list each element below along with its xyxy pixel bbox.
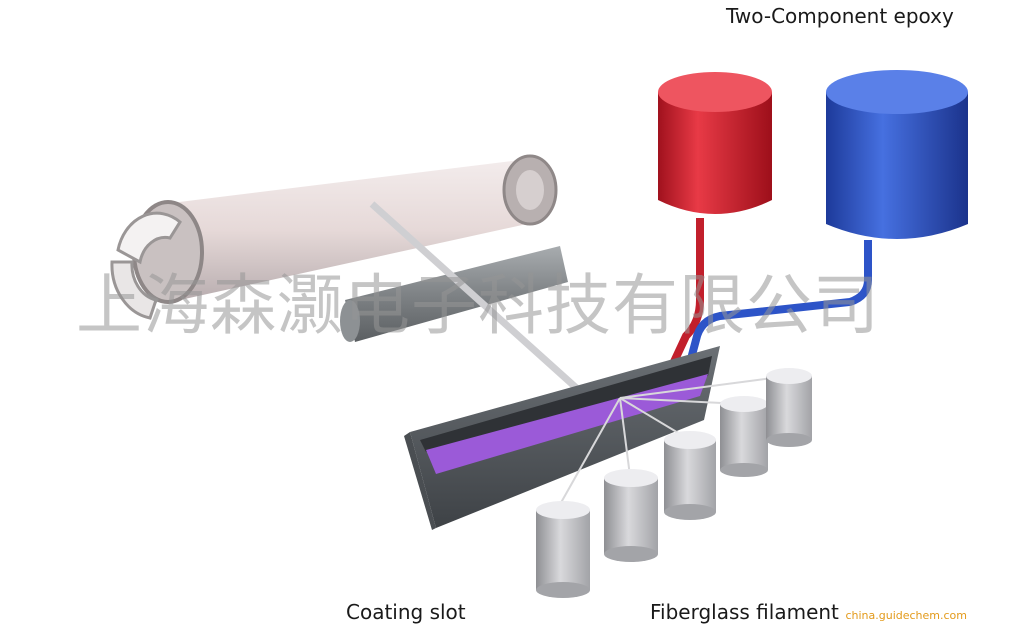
impregnated-fiber xyxy=(369,201,595,405)
company-watermark: 上海森灏电子科技有限公司 xyxy=(76,267,880,344)
mandrel xyxy=(110,154,558,320)
guide-roller xyxy=(340,246,568,342)
spool-4 xyxy=(720,396,768,477)
spool-1 xyxy=(536,501,590,598)
source-credit: china.guidechem.com xyxy=(845,609,967,622)
red-epoxy-tank xyxy=(658,72,772,368)
coating-slot-label: Coating slot xyxy=(346,600,466,624)
epoxy-label: Two-Component epoxy xyxy=(726,4,954,28)
blue-epoxy-tank xyxy=(684,70,968,372)
fiberglass-filament-label: Fiberglass filament xyxy=(650,600,839,624)
spool-5 xyxy=(766,368,812,447)
spool-3 xyxy=(664,431,716,520)
fiberglass-spools xyxy=(536,368,812,598)
spool-2 xyxy=(604,469,658,562)
